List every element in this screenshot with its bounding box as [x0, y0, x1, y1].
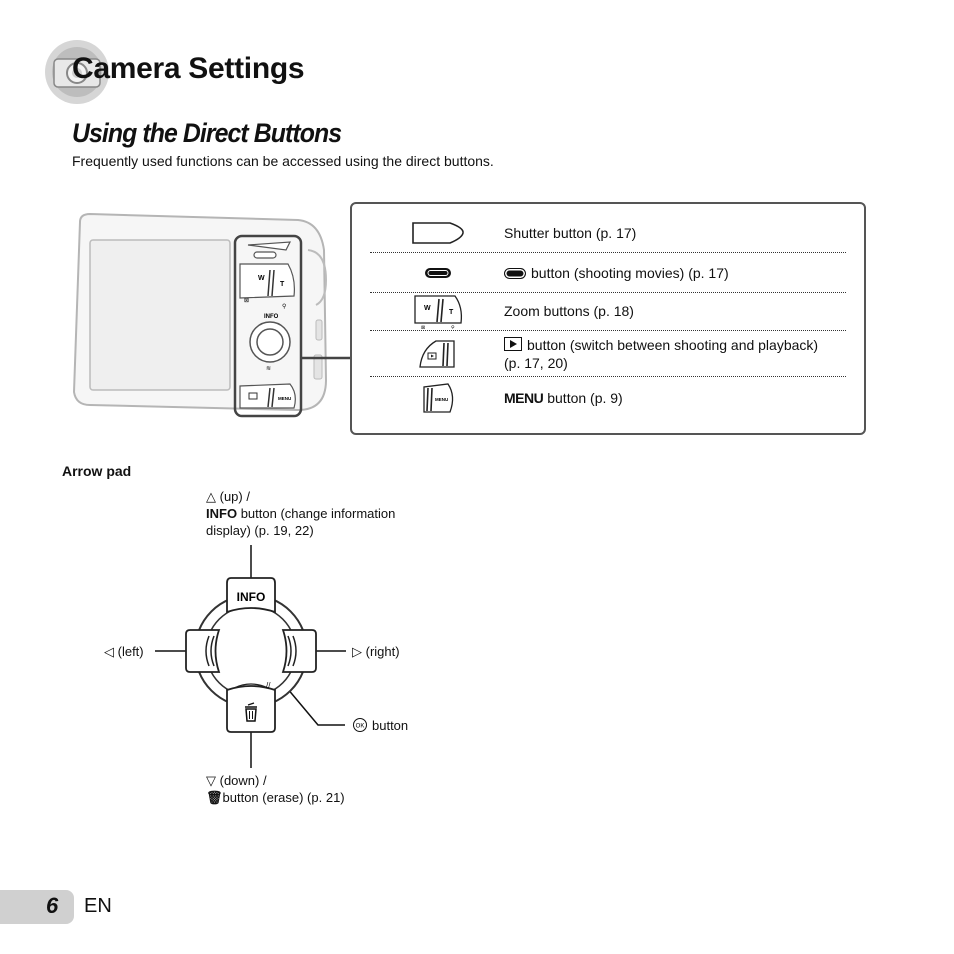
- movie-button-icon: [408, 254, 468, 292]
- intro-text: Frequently used functions can be accesse…: [72, 153, 494, 169]
- svg-text:⊠: ⊠: [421, 325, 425, 329]
- legend-text-shutter: Shutter button (p. 17): [504, 225, 637, 241]
- camera-back-illustration: W T ⊠ ⚲ INFO ≋ MENU: [72, 212, 350, 418]
- camera-w-label: W: [258, 275, 265, 282]
- up-label: △ (up) / INFO button (change information…: [206, 489, 396, 538]
- menu-small-label: MENU: [435, 397, 448, 402]
- svg-text:⊠: ⊠: [244, 298, 249, 304]
- legend-text-movie: button (shooting movies) (p. 17): [531, 265, 729, 281]
- chapter-title: Camera Settings: [72, 52, 305, 85]
- direct-buttons-legend: Shutter button (p. 17) button (shooting …: [350, 202, 866, 435]
- down-triangle-icon: ▽: [206, 773, 216, 788]
- page-tab: [0, 890, 74, 924]
- playback-button-icon: [408, 332, 468, 376]
- svg-text:⚲: ⚲: [451, 325, 455, 329]
- legend-row-movie: button (shooting movies) (p. 17): [370, 254, 846, 293]
- down-label: ▽ (down) / 🗑button (erase) (p. 21): [206, 773, 345, 805]
- legend-row-playback: button (switch between shooting and play…: [370, 332, 846, 377]
- camera-chapter-icon: [45, 40, 109, 104]
- up-triangle-icon: △: [206, 489, 216, 504]
- legend-text-menu: button (p. 9): [547, 390, 623, 406]
- shutter-button-icon: [408, 214, 468, 252]
- info-button-label: INFO: [237, 590, 266, 604]
- legend-menu-word: MENU: [504, 390, 544, 406]
- svg-text:≋: ≋: [266, 366, 271, 372]
- playback-inline-icon: [504, 337, 522, 351]
- legend-row-menu: MENU MENU button (p. 9): [370, 378, 846, 418]
- section-title: Using the Direct Buttons: [72, 118, 342, 148]
- zoom-t-label: T: [449, 309, 454, 316]
- page-number: 6: [46, 893, 59, 918]
- arrow-pad-diagram: // INFO OK: [155, 545, 367, 768]
- camera-t-label: T: [280, 281, 285, 288]
- legend-row-shutter: Shutter button (p. 17): [370, 214, 846, 253]
- trash-icon: [245, 702, 257, 722]
- page-language: EN: [84, 895, 112, 917]
- ok-label: button: [372, 718, 409, 733]
- legend-text-playback: button (switch between shooting and play…: [504, 337, 819, 371]
- ok-icon: OK: [353, 718, 367, 732]
- menu-button-icon: MENU: [408, 378, 468, 418]
- zoom-buttons-icon: W T ⊠ ⚲: [408, 292, 468, 330]
- camera-menu-label: MENU: [278, 396, 291, 401]
- movie-inline-icon: [504, 267, 526, 279]
- svg-text:⚲: ⚲: [282, 303, 286, 310]
- legend-row-zoom: W T ⊠ ⚲ Zoom buttons (p. 18): [370, 292, 846, 331]
- legend-text-zoom: Zoom buttons (p. 18): [504, 303, 634, 319]
- ok-symbol-text: OK: [356, 724, 365, 730]
- camera-info-label: INFO: [264, 314, 279, 320]
- arrow-pad-title: Arrow pad: [62, 463, 132, 479]
- zoom-w-label: W: [424, 305, 431, 312]
- right-triangle-icon: ▷: [352, 644, 362, 659]
- svg-text://: //: [266, 681, 271, 690]
- left-triangle-icon: ◁: [104, 644, 114, 659]
- trash-inline-icon: 🗑: [206, 790, 223, 805]
- left-label: ◁ (left): [104, 644, 144, 659]
- right-label: ▷ (right): [352, 644, 400, 659]
